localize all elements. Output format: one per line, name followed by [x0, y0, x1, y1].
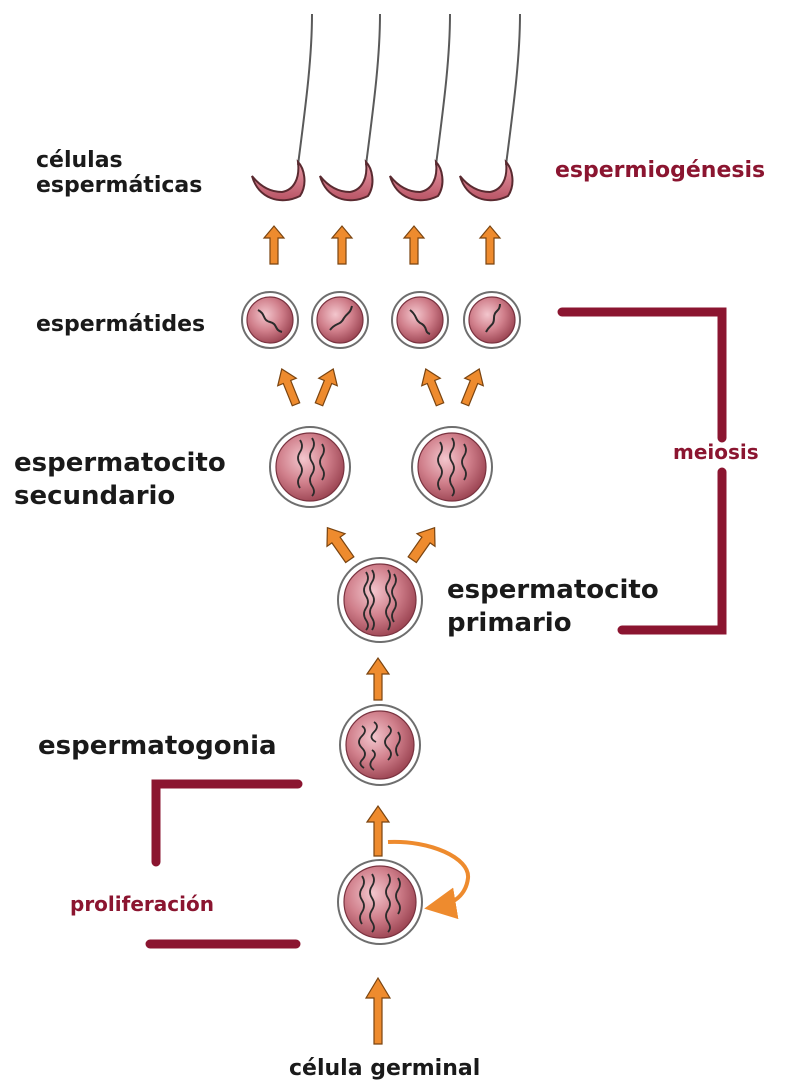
proliferation-bracket	[150, 784, 298, 944]
up-arrow-icon	[367, 806, 389, 856]
arrow-to-spermatogonia	[367, 806, 389, 856]
spermatid-1	[242, 292, 298, 348]
sperm-cell-3	[390, 14, 450, 200]
up-arrow-icon	[366, 978, 390, 1044]
up-arrow-icon	[264, 226, 284, 264]
up-left-arrow-icon	[416, 365, 449, 408]
phase-label-proliferacion: proliferación	[70, 893, 214, 916]
label-celulas-espermaticas: células espermáticas	[36, 148, 202, 199]
spermatogonia-cell	[340, 705, 420, 785]
secondary-spermatocyte-left	[270, 427, 350, 507]
spermatids	[242, 292, 520, 348]
primary-spermatocyte	[338, 558, 422, 642]
spermatid-4	[464, 292, 520, 348]
label-espermatides: espermátides	[36, 312, 205, 337]
arrow-to-primary	[367, 658, 389, 700]
germ-cell	[338, 860, 422, 944]
up-arrow-icon	[480, 226, 500, 264]
sperm-cell-4	[460, 14, 520, 200]
sperm-cells	[252, 14, 520, 200]
up-arrow-icon	[332, 226, 352, 264]
up-left-arrow-icon	[318, 521, 358, 566]
up-left-arrow-icon	[272, 365, 305, 408]
phase-label-espermiogenesis: espermiogénesis	[555, 158, 765, 183]
label-secundario-line2: secundario	[14, 480, 226, 513]
spermatid-3	[392, 292, 448, 348]
label-secundario-line1: espermatocito	[14, 447, 226, 480]
up-arrow-icon	[404, 226, 424, 264]
label-espermatogonia: espermatogonia	[38, 732, 277, 762]
arrow-from-germinal	[366, 978, 390, 1044]
up-right-arrow-icon	[310, 365, 343, 408]
label-celulas-line1: células	[36, 148, 202, 173]
label-celula-germinal: célula germinal	[289, 1056, 480, 1081]
label-primario-line1: espermatocito	[447, 574, 659, 607]
sperm-cell-1	[252, 14, 312, 200]
up-arrow-icon	[367, 658, 389, 700]
phase-label-meiosis: meiosis	[673, 441, 759, 464]
label-celulas-line2: espermáticas	[36, 173, 202, 198]
up-right-arrow-icon	[456, 365, 489, 408]
secondary-spermatocyte-right	[412, 427, 492, 507]
arrows-to-sperm	[264, 226, 500, 264]
spermatid-2	[312, 292, 368, 348]
secondary-spermatocytes	[270, 427, 492, 507]
label-primario-line2: primario	[447, 607, 659, 640]
up-right-arrow-icon	[403, 521, 443, 566]
label-espermatocito-primario: espermatocito primario	[447, 574, 659, 639]
sperm-cell-2	[320, 14, 380, 200]
label-espermatocito-secundario: espermatocito secundario	[14, 447, 226, 512]
arrows-to-spermatids	[272, 365, 488, 408]
